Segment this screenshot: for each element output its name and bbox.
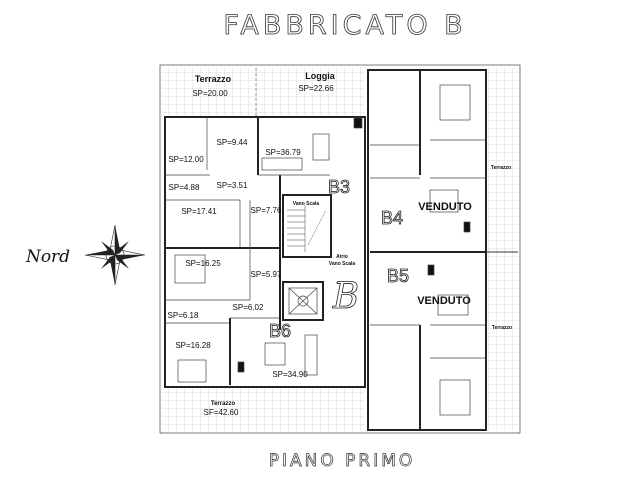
atrio-label: Atrio xyxy=(336,254,348,260)
atrio-label-2: Vano Scala xyxy=(329,261,356,267)
terrace-right-label: Terrazzo xyxy=(491,165,511,171)
room-area: SP=16.28 xyxy=(175,341,211,350)
room-area: SP=12.00 xyxy=(168,155,204,164)
terrace-right-label: Terrazzo xyxy=(492,325,512,331)
north-label: Nord xyxy=(25,247,70,267)
right-apartments-walls xyxy=(367,69,487,431)
unit-b4: B4 xyxy=(381,208,403,228)
room-area: SP=4.88 xyxy=(169,183,200,192)
room-area: SP=7.76 xyxy=(251,206,282,215)
loggia-label: Loggia xyxy=(305,71,335,81)
loggia-area: SP=22.66 xyxy=(298,84,334,93)
room-area: SP=34.90 xyxy=(272,370,308,379)
north-compass-icon xyxy=(84,224,146,286)
room-area: SP=5.97 xyxy=(251,270,282,279)
room-area: SP=3.51 xyxy=(217,181,248,190)
building-outline xyxy=(159,64,521,434)
sold-label-b4: VENDUTO xyxy=(418,201,472,213)
room-area: SP=36.79 xyxy=(265,148,301,157)
room-area: SP=16.25 xyxy=(185,259,221,268)
terrace-bottom-label: Terrazzo xyxy=(211,401,236,407)
right-terrace xyxy=(486,68,518,430)
room-area: SP=17.41 xyxy=(181,207,217,216)
floor-label: PIANO PRIMO xyxy=(269,451,416,471)
unit-b5: B5 xyxy=(387,266,409,286)
stair-core xyxy=(282,194,332,321)
room-area: SP=6.02 xyxy=(233,303,264,312)
sold-label-b5: VENDUTO xyxy=(417,295,471,307)
stair-label: Vano Scala xyxy=(293,201,320,207)
building-letter: B xyxy=(332,276,359,317)
left-apartments-walls xyxy=(164,116,366,388)
terrace-bottom-area: SF=42.60 xyxy=(204,408,239,417)
room-area: SP=6.18 xyxy=(168,311,199,320)
terrace-top-label: Terrazzo xyxy=(195,74,232,84)
furniture xyxy=(174,84,471,416)
bottom-terrace xyxy=(162,388,365,432)
top-terrace xyxy=(162,67,365,117)
unit-b3: B3 xyxy=(328,177,350,197)
terrace-top-area: SP=20.00 xyxy=(192,89,228,98)
unit-b6: B6 xyxy=(269,321,291,341)
room-area: SP=9.44 xyxy=(217,138,248,147)
drawing-title: FABBRICATO B xyxy=(223,10,466,41)
